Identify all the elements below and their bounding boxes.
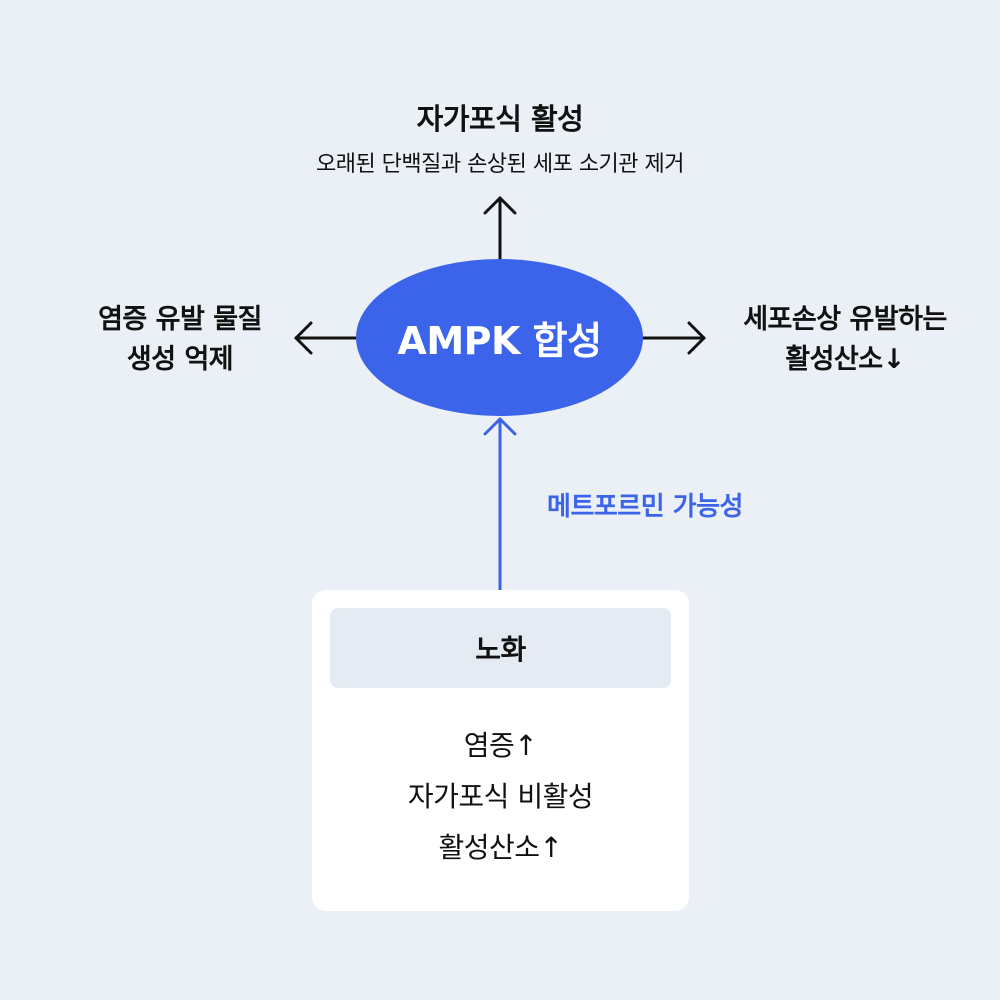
aging-title: 노화 (475, 633, 526, 666)
aging-items: 염증↑ 자가포식 비활성 활성산소↑ (312, 720, 689, 873)
arrow-right-to-ros (641, 321, 706, 355)
aging-item-ros: 활성산소↑ (438, 831, 563, 864)
aging-item-autophagy-inactive: 자가포식 비활성 (407, 780, 594, 813)
ros-label-line-1: 세포손상 유발하는 (743, 304, 947, 335)
metformin-label: 메트포르민 가능성 (547, 492, 743, 522)
arrow-up-to-autophagy (483, 196, 517, 261)
autophagy-title: 자가포식 활성 (416, 102, 584, 136)
aging-header: 노화 (330, 608, 671, 688)
autophagy-subtitle: 오래된 단백질과 손상된 세포 소기관 제거 (315, 152, 685, 177)
inflammation-label-line-1: 염증 유발 물질 (98, 304, 262, 335)
ampk-label: AMPK 합성 (397, 319, 602, 363)
inflammation-label-line-2: 생성 억제 (126, 344, 234, 375)
aging-item-inflammation: 염증↑ (463, 729, 538, 762)
arrow-left-to-inflammation (294, 321, 358, 355)
arrow-metformin-to-ampk (483, 417, 517, 592)
inflammation-label: 염증 유발 물질 생성 억제 (40, 300, 320, 380)
ros-label: 세포손상 유발하는 활성산소↓ (700, 300, 990, 380)
aging-card: 노화 염증↑ 자가포식 비활성 활성산소↑ (312, 590, 689, 911)
ros-label-line-2: 활성산소↓ (785, 344, 905, 375)
ampk-node: AMPK 합성 (356, 259, 643, 416)
